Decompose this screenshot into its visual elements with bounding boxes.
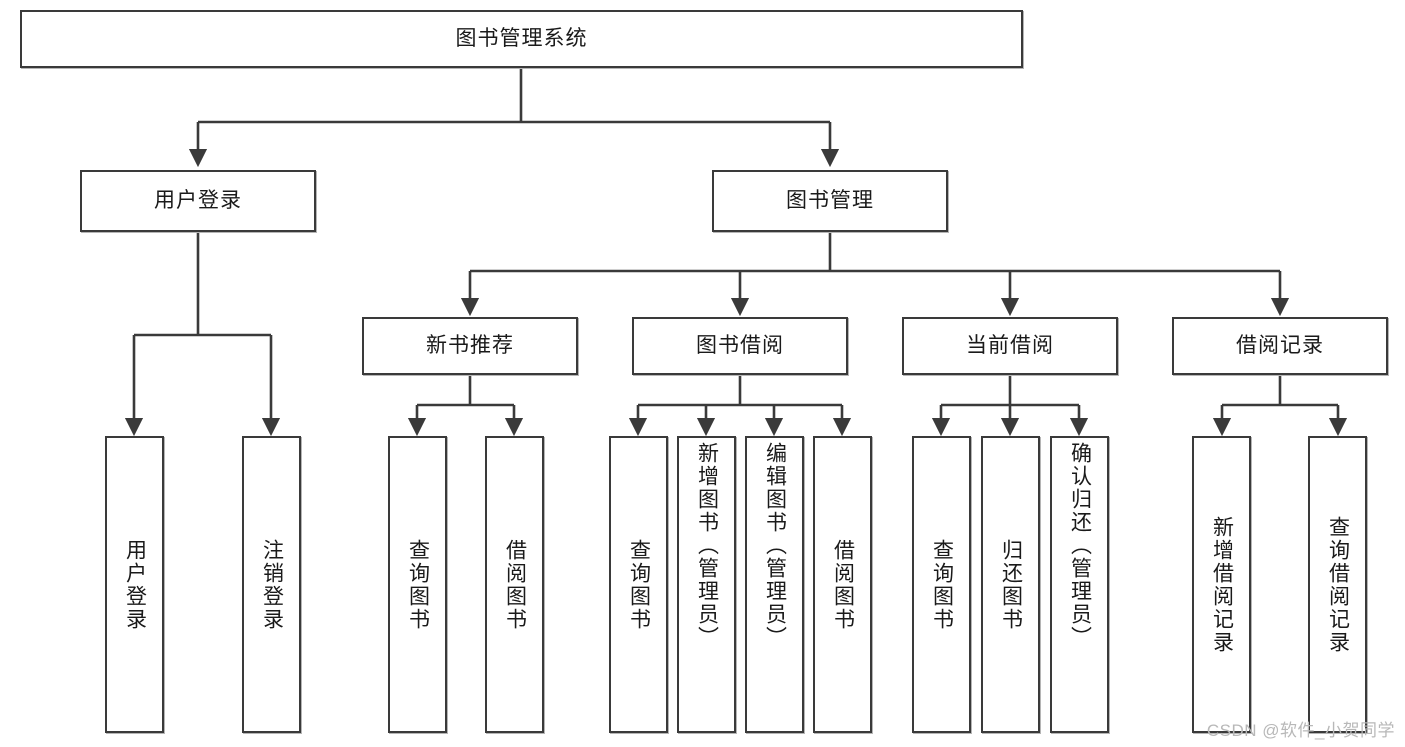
node-new-book-recommend[interactable]: 新书推荐 (362, 317, 578, 375)
node-label: 编辑图书（管理员） (763, 442, 787, 649)
node-label: 确认归还（管理员） (1068, 442, 1092, 649)
leaf-borrow-add-book-admin[interactable]: 新增图书（管理员） (677, 436, 736, 733)
node-label: 归还图书 (999, 538, 1023, 631)
node-label: 借阅记录 (1236, 334, 1324, 358)
node-current-borrow[interactable]: 当前借阅 (902, 317, 1118, 375)
node-label: 新增借阅记录 (1210, 515, 1234, 654)
leaf-borrow-query-book[interactable]: 查询图书 (609, 436, 668, 733)
leaf-recommend-borrow-book[interactable]: 借阅图书 (485, 436, 544, 733)
leaf-records-query-record[interactable]: 查询借阅记录 (1308, 436, 1367, 733)
node-label: 用户登录 (123, 538, 147, 631)
leaf-recommend-query-book[interactable]: 查询图书 (388, 436, 447, 733)
node-label: 新增图书（管理员） (695, 442, 719, 649)
watermark-text: CSDN @软件_小贺同学 (1206, 721, 1395, 740)
leaf-current-query-book[interactable]: 查询图书 (912, 436, 971, 733)
leaf-records-add-record[interactable]: 新增借阅记录 (1192, 436, 1251, 733)
node-label: 用户登录 (154, 189, 242, 213)
leaf-current-confirm-return-admin[interactable]: 确认归还（管理员） (1050, 436, 1109, 733)
node-borrow-records[interactable]: 借阅记录 (1172, 317, 1388, 375)
leaf-user-login-logout[interactable]: 注销登录 (242, 436, 301, 733)
node-label: 当前借阅 (966, 334, 1054, 358)
node-label: 查询图书 (406, 538, 430, 631)
node-label: 图书管理 (786, 189, 874, 213)
node-user-login[interactable]: 用户登录 (80, 170, 316, 232)
leaf-borrow-edit-book-admin[interactable]: 编辑图书（管理员） (745, 436, 804, 733)
node-root-system[interactable]: 图书管理系统 (20, 10, 1023, 68)
node-label: 查询图书 (930, 538, 954, 631)
node-label: 图书管理系统 (455, 27, 588, 51)
node-label: 查询图书 (627, 538, 651, 631)
leaf-current-return-book[interactable]: 归还图书 (981, 436, 1040, 733)
node-label: 借阅图书 (503, 538, 527, 631)
leaf-user-login-login[interactable]: 用户登录 (105, 436, 164, 733)
leaf-borrow-borrow-book[interactable]: 借阅图书 (813, 436, 872, 733)
node-label: 查询借阅记录 (1326, 515, 1350, 654)
node-book-borrow[interactable]: 图书借阅 (632, 317, 848, 375)
node-label: 注销登录 (260, 538, 284, 631)
node-label: 新书推荐 (426, 334, 514, 358)
node-book-management[interactable]: 图书管理 (712, 170, 948, 232)
node-label: 图书借阅 (696, 334, 784, 358)
node-label: 借阅图书 (831, 538, 855, 631)
